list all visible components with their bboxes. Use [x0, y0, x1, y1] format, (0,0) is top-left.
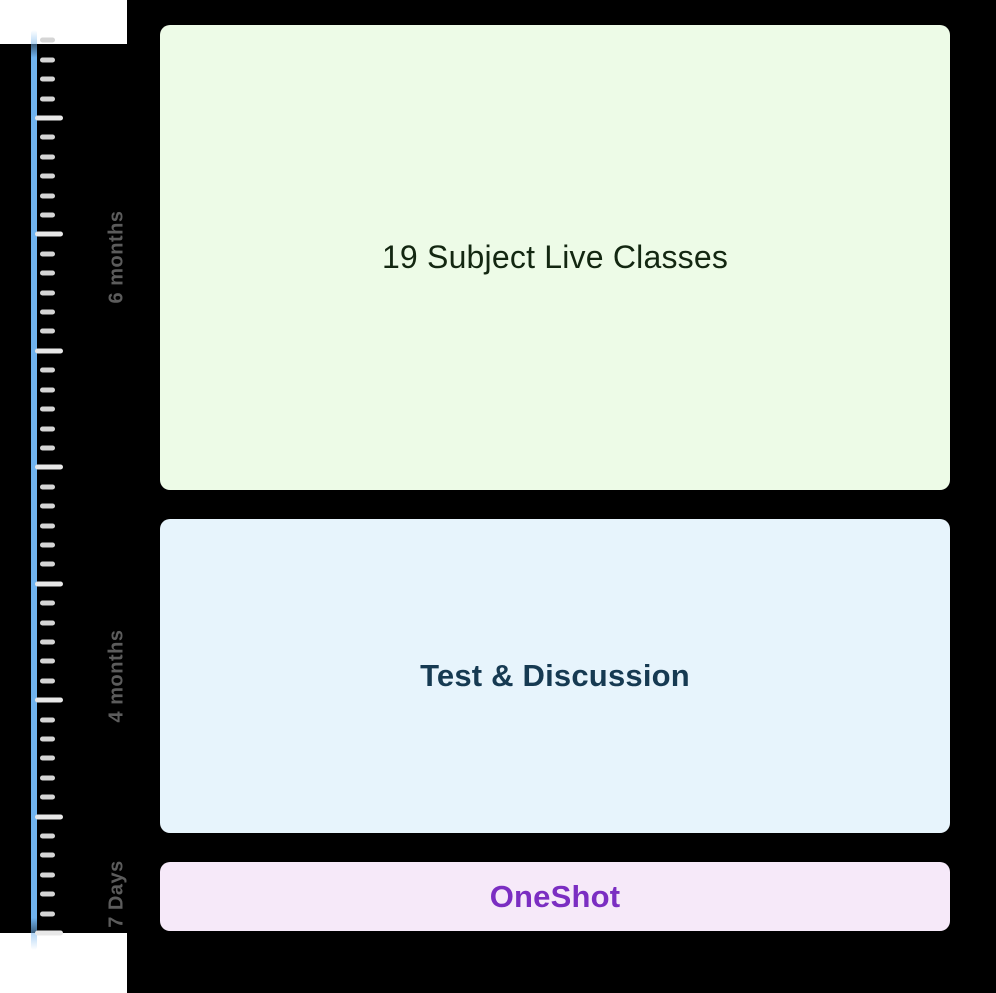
ruler-minor-tick [40, 561, 55, 567]
ruler-minor-tick [40, 37, 55, 43]
timeline-axis-line [31, 30, 37, 950]
ruler-minor-tick [40, 523, 55, 529]
ruler-major-tick [35, 581, 63, 587]
ruler-minor-tick [40, 387, 55, 393]
ruler-minor-tick [40, 173, 55, 179]
ruler-minor-tick [40, 251, 55, 257]
ruler-minor-tick [40, 484, 55, 490]
ruler-major-tick [35, 697, 63, 703]
ruler-minor-tick [40, 406, 55, 412]
segment-card-oneshot: OneShot [160, 862, 950, 931]
ruler-minor-tick [40, 794, 55, 800]
segment-label-oneshot: OneShot [489, 878, 621, 914]
ruler-minor-tick [40, 134, 55, 140]
ruler-minor-tick [40, 309, 55, 315]
ruler-minor-tick [40, 328, 55, 334]
segment-card-live-classes: 19 Subject Live Classes [160, 25, 950, 490]
page-corner-bottom-left [0, 933, 127, 993]
duration-label-oneshot: 7 Days [105, 860, 128, 928]
ruler-minor-tick [40, 290, 55, 296]
ruler-minor-tick [40, 270, 55, 276]
ruler-minor-tick [40, 736, 55, 742]
segment-label-live-classes: 19 Subject Live Classes [381, 239, 729, 275]
ruler-minor-tick [40, 755, 55, 761]
ruler-minor-tick [40, 193, 55, 199]
ruler-minor-tick [40, 154, 55, 160]
ruler-minor-tick [40, 717, 55, 723]
ruler-minor-tick [40, 367, 55, 373]
page-corner-top-left [0, 0, 127, 44]
duration-label-test-discussion: 4 months [105, 629, 128, 723]
ruler-minor-tick [40, 76, 55, 82]
ruler-minor-tick [40, 503, 55, 509]
ruler-minor-tick [40, 445, 55, 451]
ruler-minor-tick [40, 426, 55, 431]
ruler-minor-tick [40, 620, 55, 626]
ruler-minor-tick [40, 57, 55, 63]
ruler-minor-tick [40, 911, 55, 917]
ruler-minor-tick [40, 639, 55, 645]
ruler-minor-tick [40, 872, 55, 878]
duration-label-live-classes: 6 months [105, 210, 128, 304]
ruler-minor-tick [40, 542, 55, 548]
ruler-minor-tick [40, 678, 55, 684]
ruler-minor-tick [40, 775, 55, 781]
ruler-major-tick [35, 348, 63, 354]
ruler-minor-tick [40, 852, 55, 858]
ruler-minor-tick [40, 212, 55, 218]
segment-card-test-discussion: Test & Discussion [160, 519, 950, 833]
ruler-minor-tick [40, 658, 55, 664]
ruler-major-tick [35, 464, 63, 470]
ruler-major-tick [35, 930, 63, 936]
ruler-major-tick [35, 231, 63, 237]
ruler-minor-tick [40, 96, 55, 102]
ruler-minor-tick [40, 891, 55, 897]
ruler-major-tick [35, 115, 63, 121]
ruler-minor-tick [40, 833, 55, 839]
segment-label-test-discussion: Test & Discussion [420, 658, 690, 693]
ruler-minor-tick [40, 600, 55, 606]
ruler-major-tick [35, 814, 63, 820]
